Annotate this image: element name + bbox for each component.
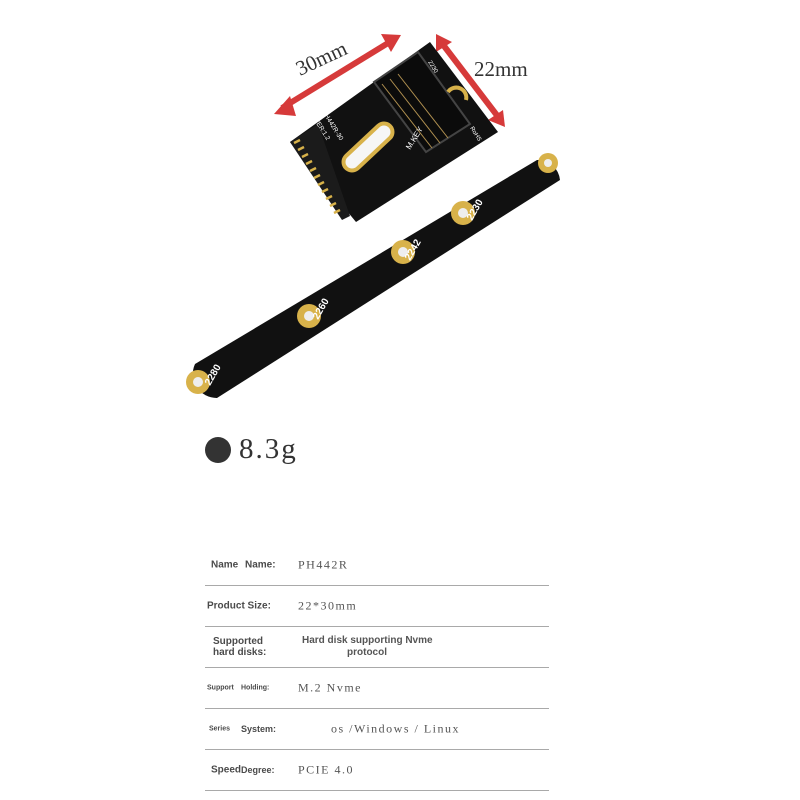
bullet-dot	[205, 436, 231, 463]
spec-row-system: Series System: os /Windows / Linux	[205, 709, 549, 750]
spec-value: PCIE 4.0	[298, 762, 355, 777]
mounting-hole-2242	[391, 240, 415, 264]
spec-row-speed: Speed Degree: PCIE 4.0	[205, 750, 549, 791]
spec-label: Support	[207, 684, 234, 692]
spec-row-support: Support Holding: M.2 Nvme	[205, 668, 549, 709]
weight-info: 8.3g	[205, 433, 298, 466]
spec-value: Hard disk supporting Nvme protocol	[302, 635, 433, 659]
spec-label: Supported hard disks:	[213, 636, 266, 658]
spec-value: M.2 Nvme	[298, 680, 362, 695]
extension-bar: 2230 2242 2260 2280	[186, 153, 561, 399]
spec-value-line-1: Hard disk supporting Nvme	[302, 635, 433, 646]
spec-row-size: Product Size: 22*30mm	[205, 586, 549, 627]
spec-value: os /Windows / Linux	[331, 721, 461, 736]
mounting-hole-top	[538, 153, 558, 173]
spec-table: Name Name: PH442R Product Size: 22*30mm …	[205, 545, 549, 791]
spec-value: 22*30mm	[298, 598, 358, 613]
spec-label-b: Holding:	[241, 684, 270, 692]
mounting-hole-2280	[186, 370, 210, 394]
height-label: 22mm	[474, 57, 528, 81]
product-figure: 30mm 22mm	[186, 34, 561, 399]
spec-label: Name	[211, 559, 239, 571]
adapter-board: PH442R-30 VER:1.2 M.KEY RoHS 2230	[290, 42, 498, 222]
mounting-hole-2230	[451, 201, 475, 225]
spec-label-line-1: Supported	[213, 636, 263, 647]
spec-label: Speed	[211, 764, 242, 776]
spec-label: Series	[209, 725, 231, 733]
spec-label-b: Name:	[245, 559, 276, 571]
weight-value: 8.3g	[239, 433, 298, 465]
mounting-hole-2260	[297, 304, 321, 328]
spec-row-supported-disks: Supported hard disks: Hard disk supporti…	[205, 627, 549, 668]
spec-label-b: Degree:	[241, 765, 275, 775]
spec-label-b: System:	[241, 724, 277, 734]
height-dimension-arrow	[436, 34, 505, 127]
spec-value: PH442R	[298, 557, 349, 572]
spec-label-line-2: hard disks:	[213, 647, 267, 658]
width-dimension-arrow	[274, 34, 401, 116]
spec-row-name: Name Name: PH442R	[205, 545, 549, 586]
spec-label: Product Size:	[207, 600, 271, 612]
spec-value-line-2: protocol	[347, 647, 387, 658]
